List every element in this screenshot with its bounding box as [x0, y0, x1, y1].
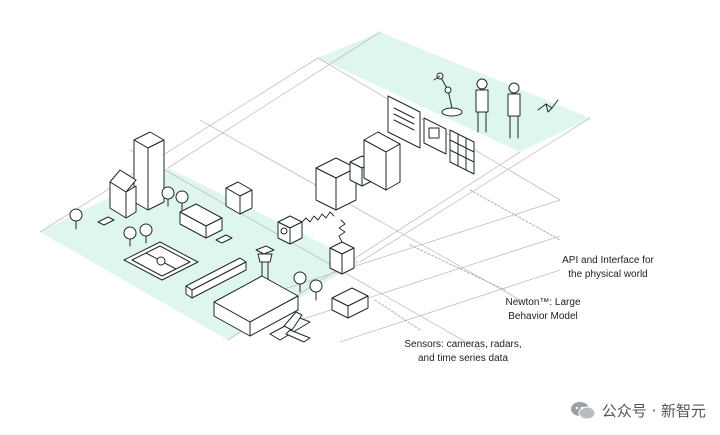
label-sensors-line-2: and time series data	[417, 353, 509, 364]
watermark-text: 公众号 · 新智元	[601, 402, 706, 420]
label-api-line-1: API and Interface for	[562, 255, 654, 266]
house	[109, 169, 137, 219]
airplane	[269, 311, 311, 343]
bird	[537, 99, 559, 113]
camera-sensor	[277, 215, 303, 245]
tall-building	[133, 131, 165, 211]
label-api: API and Interface for the physical world	[548, 254, 668, 282]
interface-screen-text	[387, 95, 421, 149]
cars	[97, 216, 233, 244]
trees	[69, 186, 323, 301]
leader-lines	[374, 189, 561, 331]
label-api-line-2: the physical world	[568, 269, 648, 280]
person-1	[475, 78, 489, 133]
sensor-box-grid	[225, 181, 253, 215]
robot-arm	[433, 72, 463, 117]
timeseries-box	[331, 287, 369, 319]
label-sensors-line-1: Sensors: cameras, radars,	[404, 339, 522, 350]
label-newton: Newton™: Large Behavior Model	[488, 296, 598, 324]
airport-terminal	[213, 275, 299, 337]
label-newton-line-1: Newton™: Large	[505, 297, 581, 308]
signal-wave-2	[338, 219, 346, 243]
signal-wave	[301, 211, 335, 223]
newton-model-panel	[363, 131, 401, 191]
person-2	[507, 82, 521, 139]
sports-field	[123, 241, 199, 281]
label-newton-line-2: Behavior Model	[508, 311, 578, 322]
wechat-icon	[570, 401, 596, 419]
radar-sensor	[329, 241, 355, 275]
train	[185, 257, 247, 299]
interface-screen-image	[423, 117, 447, 155]
interface-screen-grid	[449, 129, 475, 175]
low-building	[179, 203, 223, 239]
interface-ground	[318, 32, 590, 152]
watermark: 公众号 · 新智元	[570, 400, 706, 421]
label-sensors: Sensors: cameras, radars, and time serie…	[398, 338, 528, 366]
